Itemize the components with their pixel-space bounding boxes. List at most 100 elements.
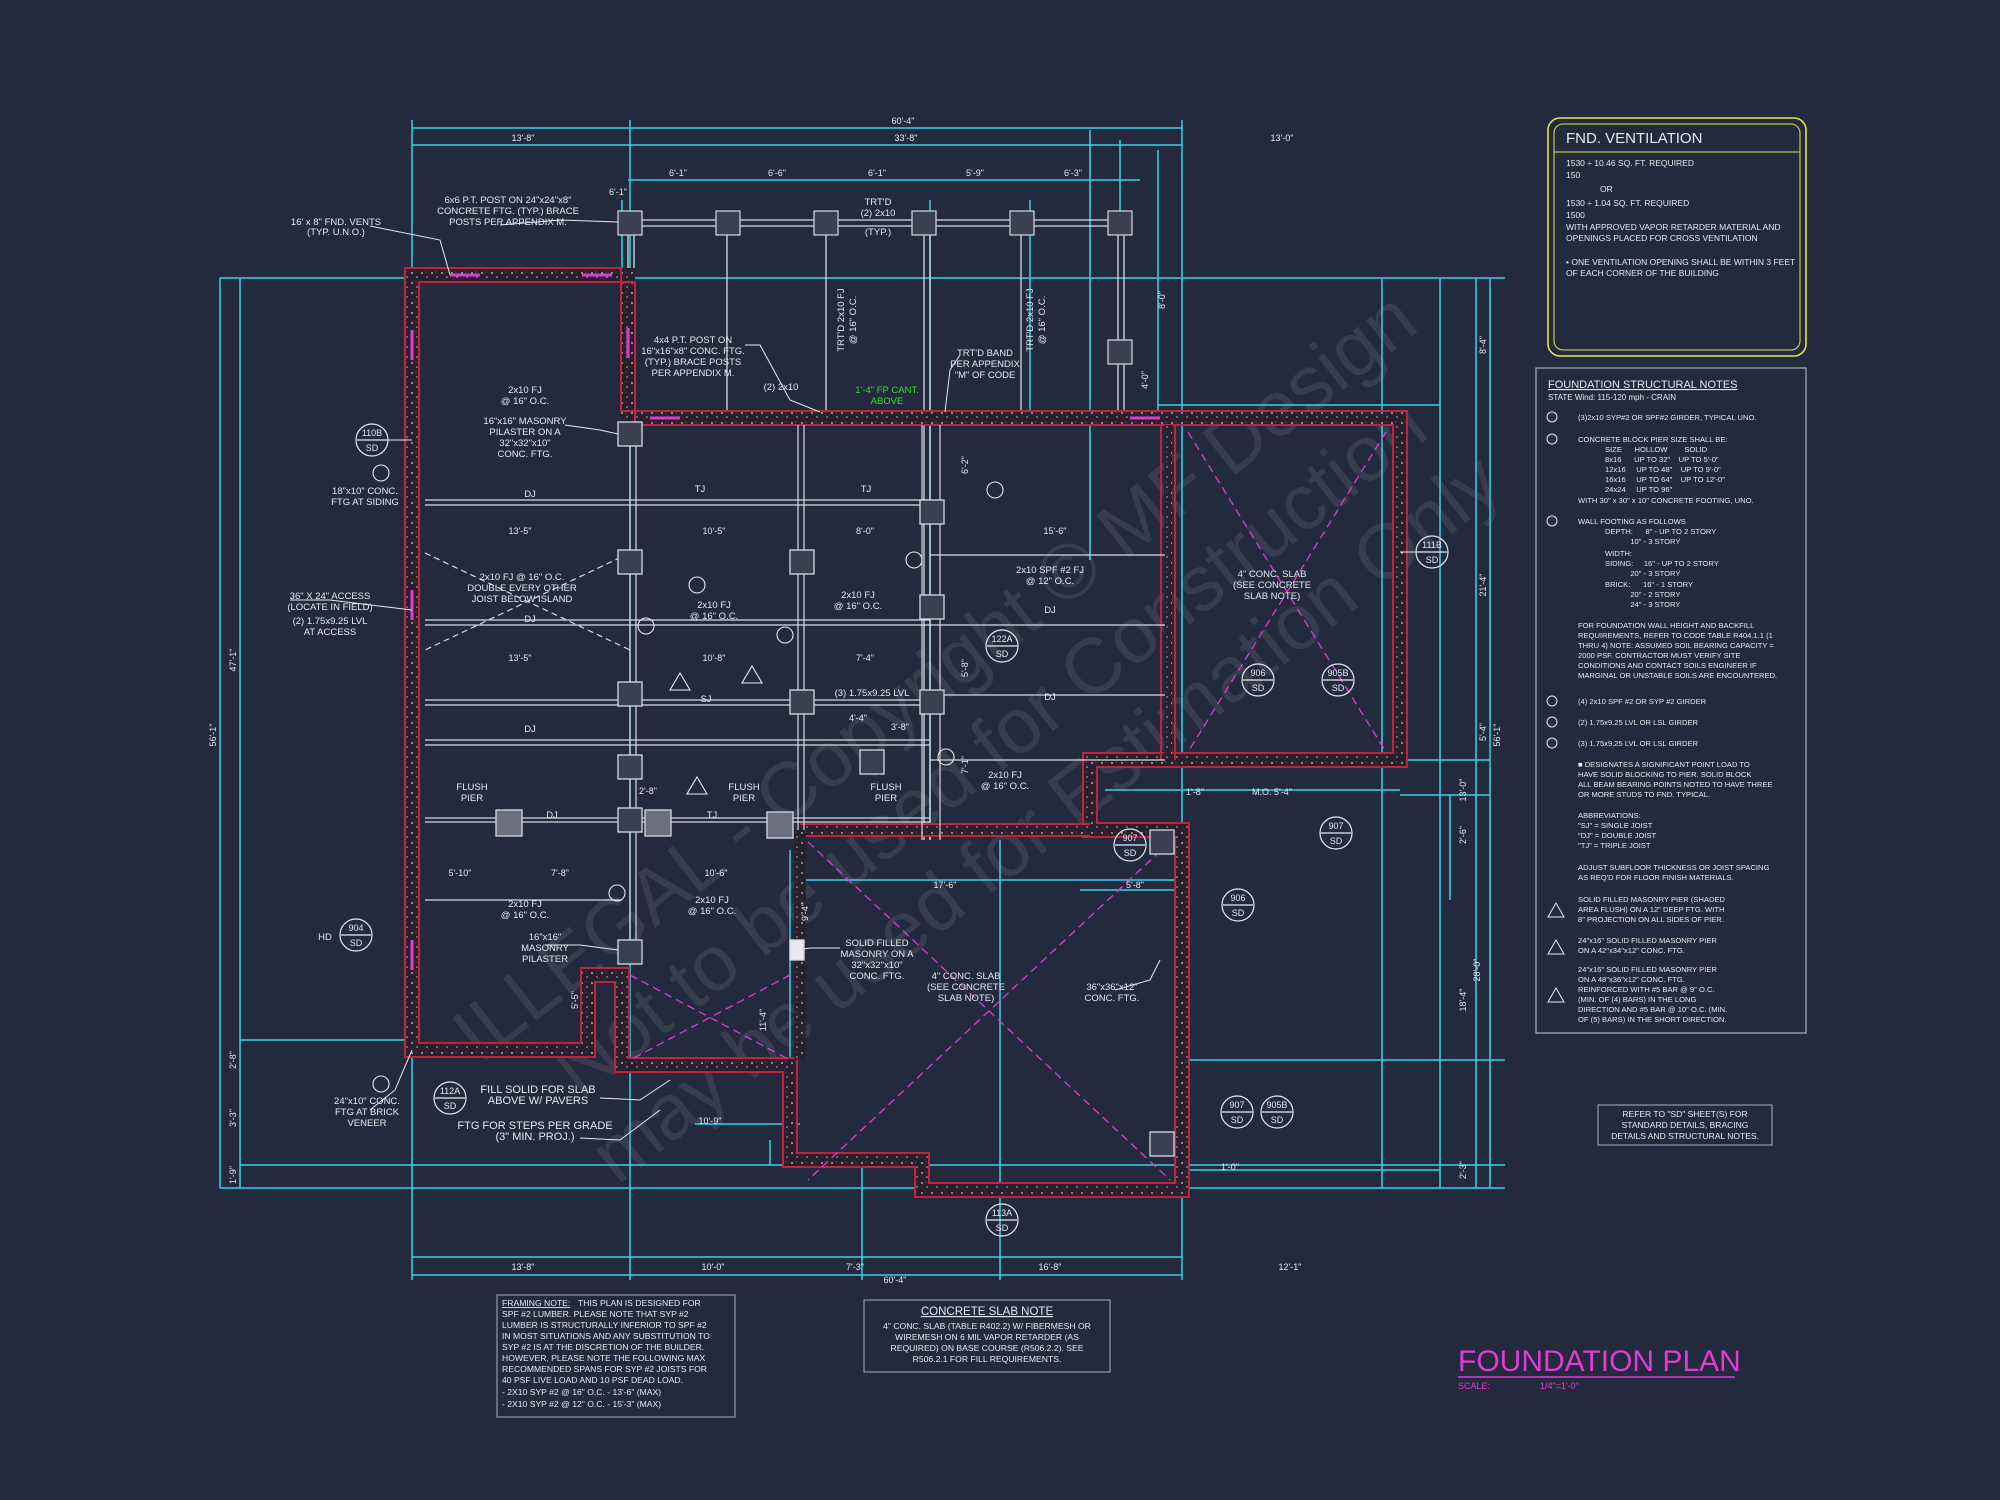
detail-tag-904 <box>339 918 373 952</box>
leader-lines <box>290 219 1440 1141</box>
dim-right-3: 4'-0" <box>1140 371 1150 389</box>
dim-bottom-4: 16'-8" <box>1039 1262 1062 1272</box>
vent-line-7: OPENINGS PLACED FOR CROSS VENTILATION <box>1566 233 1758 243</box>
dim-deck-4: 5'-9" <box>966 168 984 178</box>
side-dimensions: 47'-1" 56'-1" 2'-8" 3'-3" 1'-9" 8'-0" 8'… <box>208 291 1502 1184</box>
detail-tag-113a <box>985 1203 1019 1237</box>
dim-int-15: 9'-4" <box>800 903 810 921</box>
detail-tag-906a <box>1241 663 1275 697</box>
detail-tag-110b <box>355 423 389 457</box>
dim-deck-1: 6'-1" <box>669 168 687 178</box>
tag-907b-num: 907 <box>1328 821 1343 831</box>
framing-note: FRAMING NOTE: THIS PLAN IS DESIGNED FOR … <box>496 1294 736 1418</box>
framing-note-line-3: IN MOST SITUATIONS AND ANY SUBSTITUTION … <box>502 1331 710 1341</box>
tag-113a-num: 113A <box>992 1208 1012 1218</box>
dim-bottom-1: 13'-8" <box>512 1262 535 1272</box>
detail-tag-labels: 110B SD 111B SD 122A SD 906 SD 905B SD 9… <box>348 428 1441 1233</box>
note-slab-c-3: SLAB NOTE) <box>938 993 995 1004</box>
tag-113a-sheet: SD <box>996 1223 1009 1233</box>
notes-line-18: REQUIREMENTS, REFER TO CODE TABLE R404.1… <box>1578 631 1773 640</box>
note-steps-1: FTG FOR STEPS PER GRADE <box>457 1120 612 1132</box>
note-pil-b-1: 16"x16" <box>529 932 562 943</box>
dim-deck-0: 6'-1" <box>609 187 627 197</box>
note-brick-2: FTG AT BRICK <box>335 1107 400 1118</box>
dim-right-12: 1'-8" <box>1186 787 1204 797</box>
dim-int-10: 10'-6" <box>705 868 728 878</box>
note-solid-4: CONC. FTG. <box>850 971 905 982</box>
dim-left-2: 56'-1" <box>208 724 218 747</box>
dim-right-7: 13'-0" <box>1458 779 1468 802</box>
trtd-fj-1: TRT'D 2x10 FJ <box>836 288 847 352</box>
trtd-fj-2: @ 16" O.C. <box>848 296 859 344</box>
detail-tag-112a <box>433 1081 467 1115</box>
vent-line-4: 1530 ÷ 1.04 SQ. FT. REQUIRED <box>1566 198 1689 208</box>
dim-int-23: 5'-5" <box>570 991 580 1009</box>
fj-label-3b: @ 16" O.C. <box>834 601 882 612</box>
note-solid-2: MASONRY ON A <box>840 949 914 960</box>
tj-label-2: TJ <box>861 484 872 495</box>
sheet-title: FOUNDATION PLAN SCALE: 1/4"=1'-0" <box>1458 1345 1741 1391</box>
dj-label-5: DJ <box>1044 605 1056 616</box>
note-trtd-1: TRT'D <box>865 197 892 208</box>
dim-int-1: 13'-5" <box>509 526 532 536</box>
note-ftg36-1: 36"x36"x12" <box>1086 982 1137 993</box>
dim-int-19: 4'-4" <box>849 713 867 723</box>
slab-note: CONCRETE SLAB NOTE 4" CONC. SLAB (TABLE … <box>863 1299 1111 1373</box>
slab-note-line-3: R506.2.1 FOR FILL REQUIREMENTS. <box>913 1354 1062 1364</box>
note-steps-2: (3" MIN. PROJ.) <box>495 1131 574 1143</box>
girder-label-2: (3) 1.75x9.25 LVL <box>835 688 910 699</box>
tag-111b-sheet: SD <box>1426 555 1439 565</box>
vent-line-2: 150 <box>1566 170 1580 180</box>
framing-note-heading: FRAMING NOTE: <box>502 1298 570 1308</box>
framing-note-line-8: - 2X10 SYP #2 @ 16" O.C. - 13'-6" (MAX) <box>502 1387 661 1397</box>
note-band-1: TRT'D BAND <box>957 348 1013 359</box>
dim-top-mid: 33'-8" <box>895 133 918 143</box>
notes-line-24: (2) 1.75x9.25 LVL OR LSL GIRDER <box>1578 718 1699 727</box>
note-flush-1b: PIER <box>461 793 483 804</box>
fj-label-3a: 2x10 FJ <box>841 590 875 601</box>
note-pilaster-2: PILASTER ON A <box>489 427 561 438</box>
overall-dimensions: 60'-4" 13'-8" 33'-8" 13'-0" 6'-1" 6'-6" … <box>512 116 1302 1285</box>
notes-line-39: 24"x16" SOLID FILLED MASONRY PIER <box>1578 936 1717 945</box>
tag-906b-num: 906 <box>1230 893 1245 903</box>
dim-int-2: 10'-5" <box>703 526 726 536</box>
tag-907b-sheet: SD <box>1330 836 1343 846</box>
tj-label-1: TJ <box>695 484 706 495</box>
notes-line-36: SOLID FILLED MASONRY PIER (SHADED <box>1578 895 1726 904</box>
tag-111b-num: 111B <box>1422 540 1442 550</box>
trtd-fj-3: TRT'D 2x10 FJ <box>1025 288 1036 352</box>
dim-int-14: 10'-9" <box>699 1116 722 1126</box>
dim-right-6: 56'-1" <box>1492 724 1502 747</box>
notes-line-41: 24"x16" SOLID FILLED MASONRY PIER <box>1578 965 1717 974</box>
note-siding-1: 18"x10" CONC. <box>332 486 398 497</box>
notes-line-28: ALL BEAM BEARING POINTS NOTED TO HAVE TH… <box>1578 780 1773 789</box>
note-trtd-2: (2) 2x10 <box>861 208 896 219</box>
notes-line-5: 16x16 UP TO 64" UP TO 12'-0" <box>1605 475 1725 484</box>
tag-122a-num: 122A <box>991 634 1012 644</box>
notes-line-27: HAVE SOLID BLOCKING TO PIER. SOLID BLOCK <box>1578 770 1751 779</box>
notes-line-45: DIRECTION AND #5 BAR @ 10" O.C. (MIN. <box>1578 1005 1727 1014</box>
girder-label-1: (2) 2x10 <box>764 382 799 393</box>
dim-deck-2: 6'-6" <box>768 168 786 178</box>
note-band-2: PER APPENDIX <box>950 359 1020 370</box>
notes-line-17: FOR FOUNDATION WALL HEIGHT AND BACKFILL <box>1578 621 1754 630</box>
dim-int-8: 5'-10" <box>449 868 472 878</box>
note-slab-r-1: 4" CONC. SLAB <box>1238 569 1307 580</box>
dim-int-13: M.O. 5'-4" <box>1252 787 1292 797</box>
note-trtd-3: (TYP.) <box>865 227 891 238</box>
tag-907a-num: 907 <box>1122 833 1137 843</box>
note-slab-r-3: SLAB NOTE) <box>1244 591 1301 602</box>
notes-line-10: 10" - 3 STORY <box>1605 537 1680 546</box>
notes-line-19: THRU 4) NOTE: ASSUMED SOIL BEARING CAPAC… <box>1578 641 1774 650</box>
dim-bottom-5: 12'-1" <box>1279 1262 1302 1272</box>
dj-label-1: DJ <box>524 489 536 500</box>
dj-label-2: DJ <box>524 614 536 625</box>
notes-line-7: WITH 30" x 30" x 10" CONCRETE FOOTING, U… <box>1578 496 1754 505</box>
framing-note-line-4: SYP #2 IS AT THE DISCRETION OF THE BUILD… <box>502 1342 704 1352</box>
detail-tag-905c <box>1260 1095 1294 1129</box>
dim-right-11: 2'-3" <box>1458 1161 1468 1179</box>
note-post6-3: POSTS PER APPENDIX M. <box>449 217 567 228</box>
tag-112a-sheet: SD <box>444 1101 457 1111</box>
notes-line-14: BRICK: 16" - 1 STORY <box>1605 580 1693 589</box>
